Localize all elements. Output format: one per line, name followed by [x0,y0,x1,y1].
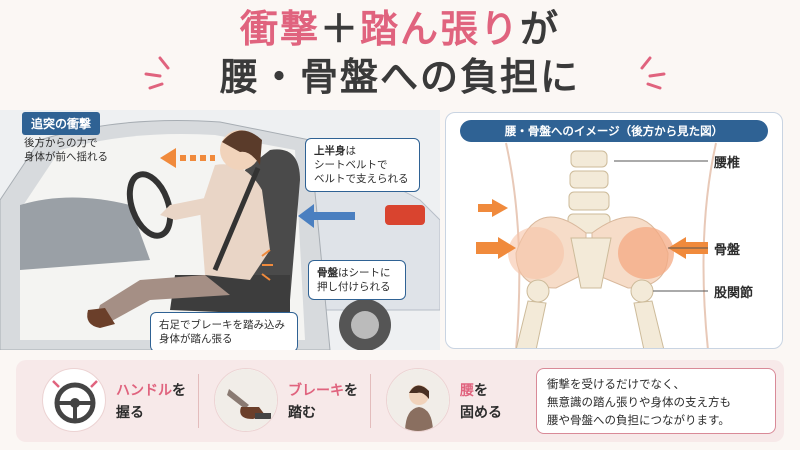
bottom-item-3-line2: 固める [460,405,502,421]
steering-wheel-icon [42,368,106,432]
title-brace: 踏ん張り [360,7,521,51]
divider-1 [198,374,199,428]
pelvis-illustration [476,142,717,348]
bottom-item-2-text: ブレーキを 踏む [288,380,358,424]
bottom-item-1-line2: 握る [116,405,144,421]
callout-pelvis-line2: 押し付けられる [317,281,391,293]
callout-foot: 右足でブレーキを踏み込み 身体が踏ん張る [150,312,298,350]
callout-upper-bold: 上半身 [314,145,346,157]
bottom-item-2-line2: 踏む [288,405,316,421]
impact-note: 後方からの力で 身体が前へ揺れる [24,136,108,164]
pelvis-panel-header: 腰・骨盤へのイメージ（後方から見た図） [460,120,768,142]
brake-pedal-icon [214,368,278,432]
callout-pelvis-line1: 骨盤はシートに [317,266,397,280]
bottom-item-1-line1: ハンドルを [116,380,186,402]
summary-line1: 衝撃を受けるだけでなく、 [547,377,685,391]
bottom-item-2-pink: ブレーキ [288,383,344,399]
title-particle: が [520,7,561,51]
title-line-2: 腰・骨盤への負担に [219,55,580,99]
spark-right-icon [640,56,666,90]
pelvis-panel: 腰・骨盤へのイメージ（後方から見た図） [445,112,783,349]
callout-foot-line1: 右足でブレーキを踏み込み [159,319,285,331]
impact-note-line1: 後方からの力で [24,137,98,149]
bottom-item-2-rest: を [344,383,358,399]
bottom-item-3-rest: を [474,383,488,399]
divider-2 [370,374,371,428]
title-line-1: 衝撃＋踏ん張りが [0,6,800,52]
summary-line2: 無意識の踏ん張りや身体の支え方も [547,395,731,409]
bottom-item-1-rest: を [172,383,186,399]
bottom-item-2-line1: ブレーキを [288,380,358,402]
callout-foot-line2: 身体が踏ん張る [159,333,233,345]
callout-pelvis-rest: はシートに [338,267,391,279]
callout-upper-rest: は [345,145,357,157]
summary-box: 衝撃を受けるだけでなく、 無意識の踏ん張りや身体の支え方も 腰や骨盤への負担につ… [536,368,776,434]
person-bracing-icon [386,368,450,432]
summary-line3: 腰や骨盤への負担につながります。 [547,413,730,427]
car-scene: 追突の衝撃 後方からの力で 身体が前へ揺れる 上半身は シートベルトで ベルトで… [0,110,440,350]
bottom-item-1-pink: ハンドル [116,383,172,399]
bottom-strip: ハンドルを 握る ブレーキを 踏む [16,360,784,442]
impact-tag: 追突の衝撃 [22,112,101,135]
label-pelvis: 骨盤 [714,243,741,258]
spark-left-icon [144,56,170,90]
title-plus: ＋ [319,7,360,51]
bottom-item-3-pink: 腰 [460,383,474,399]
bottom-item-3-line1: 腰を [460,380,502,402]
callout-upper-body: 上半身は シートベルトで ベルトで支えられる [305,138,420,192]
label-lumbar: 腰椎 [714,156,741,171]
bottom-item-3-text: 腰を 固める [460,380,502,424]
callout-upper-line2: シートベルトで [314,159,388,171]
label-hip: 股関節 [714,286,754,301]
callout-upper-line3: ベルトで支えられる [314,173,409,185]
bottom-item-1-text: ハンドルを 握る [116,380,186,424]
callout-upper-line1: 上半身は [314,144,411,158]
impact-note-line2: 身体が前へ揺れる [24,151,108,163]
callout-pelvis-bold: 骨盤 [317,267,338,279]
callout-pelvis: 骨盤はシートに 押し付けられる [308,260,406,300]
title-impact: 衝撃 [239,7,320,51]
